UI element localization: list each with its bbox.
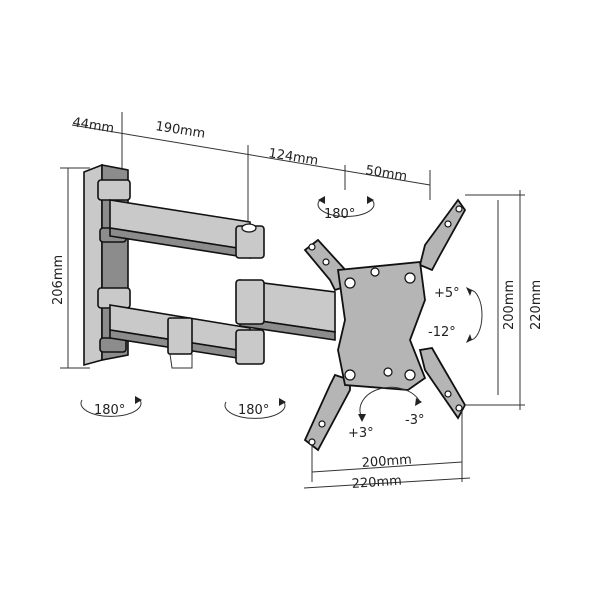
bottom-left-swivel-indicator — [80, 396, 142, 417]
upper-arm — [109, 199, 251, 259]
level-minus: -3° — [405, 413, 424, 428]
tilt-up: +5° — [434, 286, 460, 301]
dim-124mm: 124mm — [267, 146, 319, 169]
dim-220mm-vertical: 220mm — [529, 280, 544, 330]
swivel-180-bottom-left: 180° — [94, 403, 125, 418]
right-dimension-lines — [465, 190, 525, 410]
vesa-plate — [303, 198, 467, 452]
dim-206mm: 206mm — [51, 255, 66, 305]
level-plus: +3° — [348, 426, 374, 441]
dim-190mm: 190mm — [154, 119, 206, 142]
top-dimension-lines — [71, 112, 431, 222]
bottom-mid-swivel-indicator — [224, 398, 286, 419]
lower-arm — [109, 304, 251, 369]
dim-50mm: 50mm — [364, 163, 408, 184]
dim-44mm: 44mm — [71, 115, 115, 136]
dim-220mm-horizontal: 220mm — [351, 474, 402, 492]
swivel-180-top: 180° — [324, 207, 355, 222]
top-swivel-indicator — [317, 196, 375, 217]
dim-200mm-horizontal: 200mm — [361, 453, 412, 471]
level-indicator — [358, 386, 422, 422]
bottom-dimension-lines — [303, 410, 471, 489]
dim-200mm-vertical: 200mm — [502, 280, 517, 330]
tilt-down: -12° — [428, 325, 456, 340]
elbow-joint — [235, 223, 265, 365]
swivel-180-bottom-mid: 180° — [238, 403, 269, 418]
left-dimension-line — [60, 167, 90, 369]
tilt-indicator — [466, 287, 483, 343]
wall-plate — [83, 163, 131, 367]
